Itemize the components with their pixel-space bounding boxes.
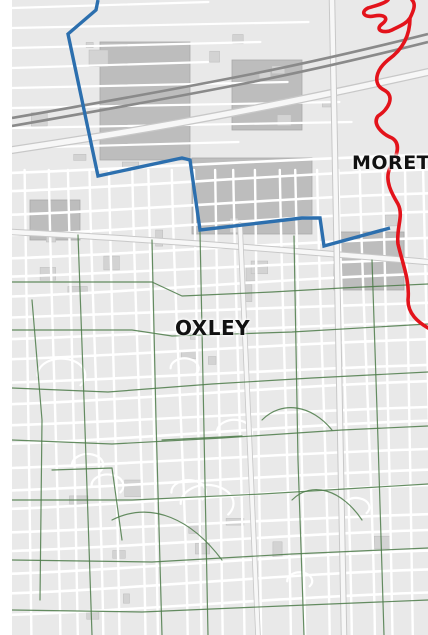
street-minor	[12, 405, 428, 427]
suburb-boundary-line	[12, 483, 428, 501]
street-minor	[12, 320, 428, 341]
suburb-boundary-line	[161, 435, 243, 441]
arterial-road	[12, 229, 428, 265]
street-minor	[12, 447, 428, 470]
cul-de-sac-street	[179, 483, 235, 516]
street-minor	[23, 168, 33, 635]
suburb-boundary-line	[371, 259, 385, 635]
suburb-boundary-line	[12, 371, 428, 393]
building	[73, 154, 87, 161]
cul-de-sac-street	[90, 473, 125, 494]
street-minor	[12, 591, 428, 617]
street-minor	[170, 168, 189, 635]
cul-de-sac-street	[169, 357, 200, 375]
street-minor	[147, 168, 160, 635]
street-minor	[47, 168, 62, 635]
street-minor	[421, 168, 428, 436]
building	[123, 593, 130, 604]
building	[373, 535, 391, 550]
suburb-boundary-line	[261, 407, 333, 431]
street-minor	[12, 192, 428, 216]
street-minor	[12, 60, 210, 70]
street-minor	[315, 168, 331, 635]
cul-de-sac-street	[286, 571, 314, 588]
street-minor	[12, 568, 428, 595]
street-minor	[12, 0, 210, 10]
building	[209, 50, 220, 63]
suburb-boundary-line	[12, 599, 428, 613]
street-minor	[213, 168, 224, 635]
building	[250, 260, 268, 275]
suburb-boundary-line	[111, 511, 223, 561]
building	[277, 114, 292, 126]
street-minor	[88, 168, 105, 635]
building	[384, 214, 398, 227]
street-minor	[192, 168, 203, 635]
cul-de-sac-street	[70, 452, 105, 473]
map-view[interactable]: OXLEY MORET	[12, 0, 428, 635]
building	[88, 49, 109, 67]
building	[124, 479, 143, 497]
suburb-boundary-line	[199, 231, 209, 635]
building	[232, 34, 244, 45]
street-minor	[278, 168, 293, 635]
suburb-boundary-line	[293, 235, 305, 635]
arterial-road-north-south	[329, 0, 347, 635]
suburb-boundary-line	[51, 467, 123, 541]
building	[208, 356, 217, 365]
suburb-boundary-line	[12, 281, 428, 297]
street-minor	[12, 301, 428, 319]
building	[272, 541, 283, 558]
suburb-boundary-line	[31, 299, 43, 601]
street-minor	[381, 168, 394, 635]
street-minor	[12, 168, 428, 193]
street-minor	[253, 168, 263, 635]
street-minor	[131, 168, 147, 635]
street-minor	[12, 468, 428, 492]
street-minor	[294, 168, 307, 635]
street-minor	[403, 168, 414, 635]
street-minor	[12, 379, 428, 406]
building	[86, 611, 100, 620]
street-minor	[66, 168, 79, 635]
suburb-label-oxley: OXLEY	[175, 316, 251, 340]
street-minor	[12, 20, 310, 30]
street-minor	[12, 153, 428, 175]
suburb-boundary-line	[291, 489, 363, 521]
suburb-boundary-line	[77, 234, 93, 635]
suburb-boundary-line	[12, 425, 428, 445]
collector-road	[238, 223, 260, 635]
suburb-label-moret: MORET	[352, 152, 428, 174]
railway-line-2	[12, 40, 428, 128]
street-minor	[337, 168, 353, 635]
street-minor	[12, 272, 428, 298]
street-minor	[12, 40, 262, 50]
building	[195, 543, 210, 555]
suburb-boundary-layer	[12, 231, 428, 635]
suburb-boundary-line	[151, 239, 163, 635]
street-minor	[12, 337, 428, 361]
blue-boundary-line	[66, 0, 391, 249]
street-minor	[107, 168, 121, 635]
boundary-layer	[66, 0, 428, 330]
map-canvas	[12, 0, 428, 635]
street-minor	[12, 549, 428, 575]
cul-de-sac-street	[36, 357, 87, 387]
suburb-boundary-line	[12, 323, 428, 337]
road-layer	[12, 0, 428, 635]
street-minor	[358, 168, 377, 635]
suburb-boundary-line	[12, 547, 428, 563]
street-minor	[12, 363, 428, 384]
highway	[12, 69, 428, 153]
red-boundary-line	[362, 0, 428, 330]
